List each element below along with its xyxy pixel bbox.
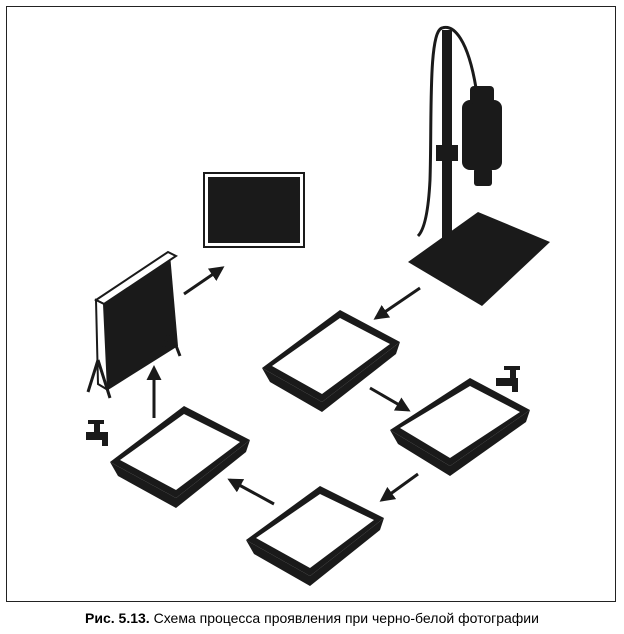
arrow-fixer-to-wash <box>227 478 275 506</box>
enlarger-lamp-house <box>470 86 494 104</box>
arrow-stop-to-fixer <box>379 472 419 502</box>
caption-label: Рис. 5.13. <box>85 610 150 626</box>
enlarger-lens <box>474 168 492 186</box>
water-tap-icon <box>496 366 520 392</box>
enlarger-baseboard <box>408 212 550 306</box>
enlarger-column <box>442 30 452 242</box>
figure-caption: Рис. 5.13. Схема процесса проявления при… <box>0 610 624 626</box>
tray-wash <box>110 406 250 508</box>
enlarger-head <box>462 100 502 170</box>
caption-text: Схема процесса проявления при черно-бело… <box>153 610 539 626</box>
tray-fixer <box>246 486 384 586</box>
tray-developer <box>262 310 400 412</box>
arrow-dryer-to-print <box>183 266 225 296</box>
darkroom-process-diagram <box>86 25 550 586</box>
print-dryer <box>86 250 182 399</box>
enlarger-carriage <box>436 145 458 161</box>
arrow-enlarger-to-developer <box>373 286 421 320</box>
enlarger-cable <box>416 25 478 238</box>
figure-frame <box>6 6 616 602</box>
dryer-stand <box>86 329 182 399</box>
tray-stop-bath <box>390 378 530 476</box>
enlarger <box>408 25 550 306</box>
finished-print <box>203 172 305 248</box>
arrow-developer-to-stop <box>369 386 411 412</box>
water-tap-icon <box>86 420 108 446</box>
